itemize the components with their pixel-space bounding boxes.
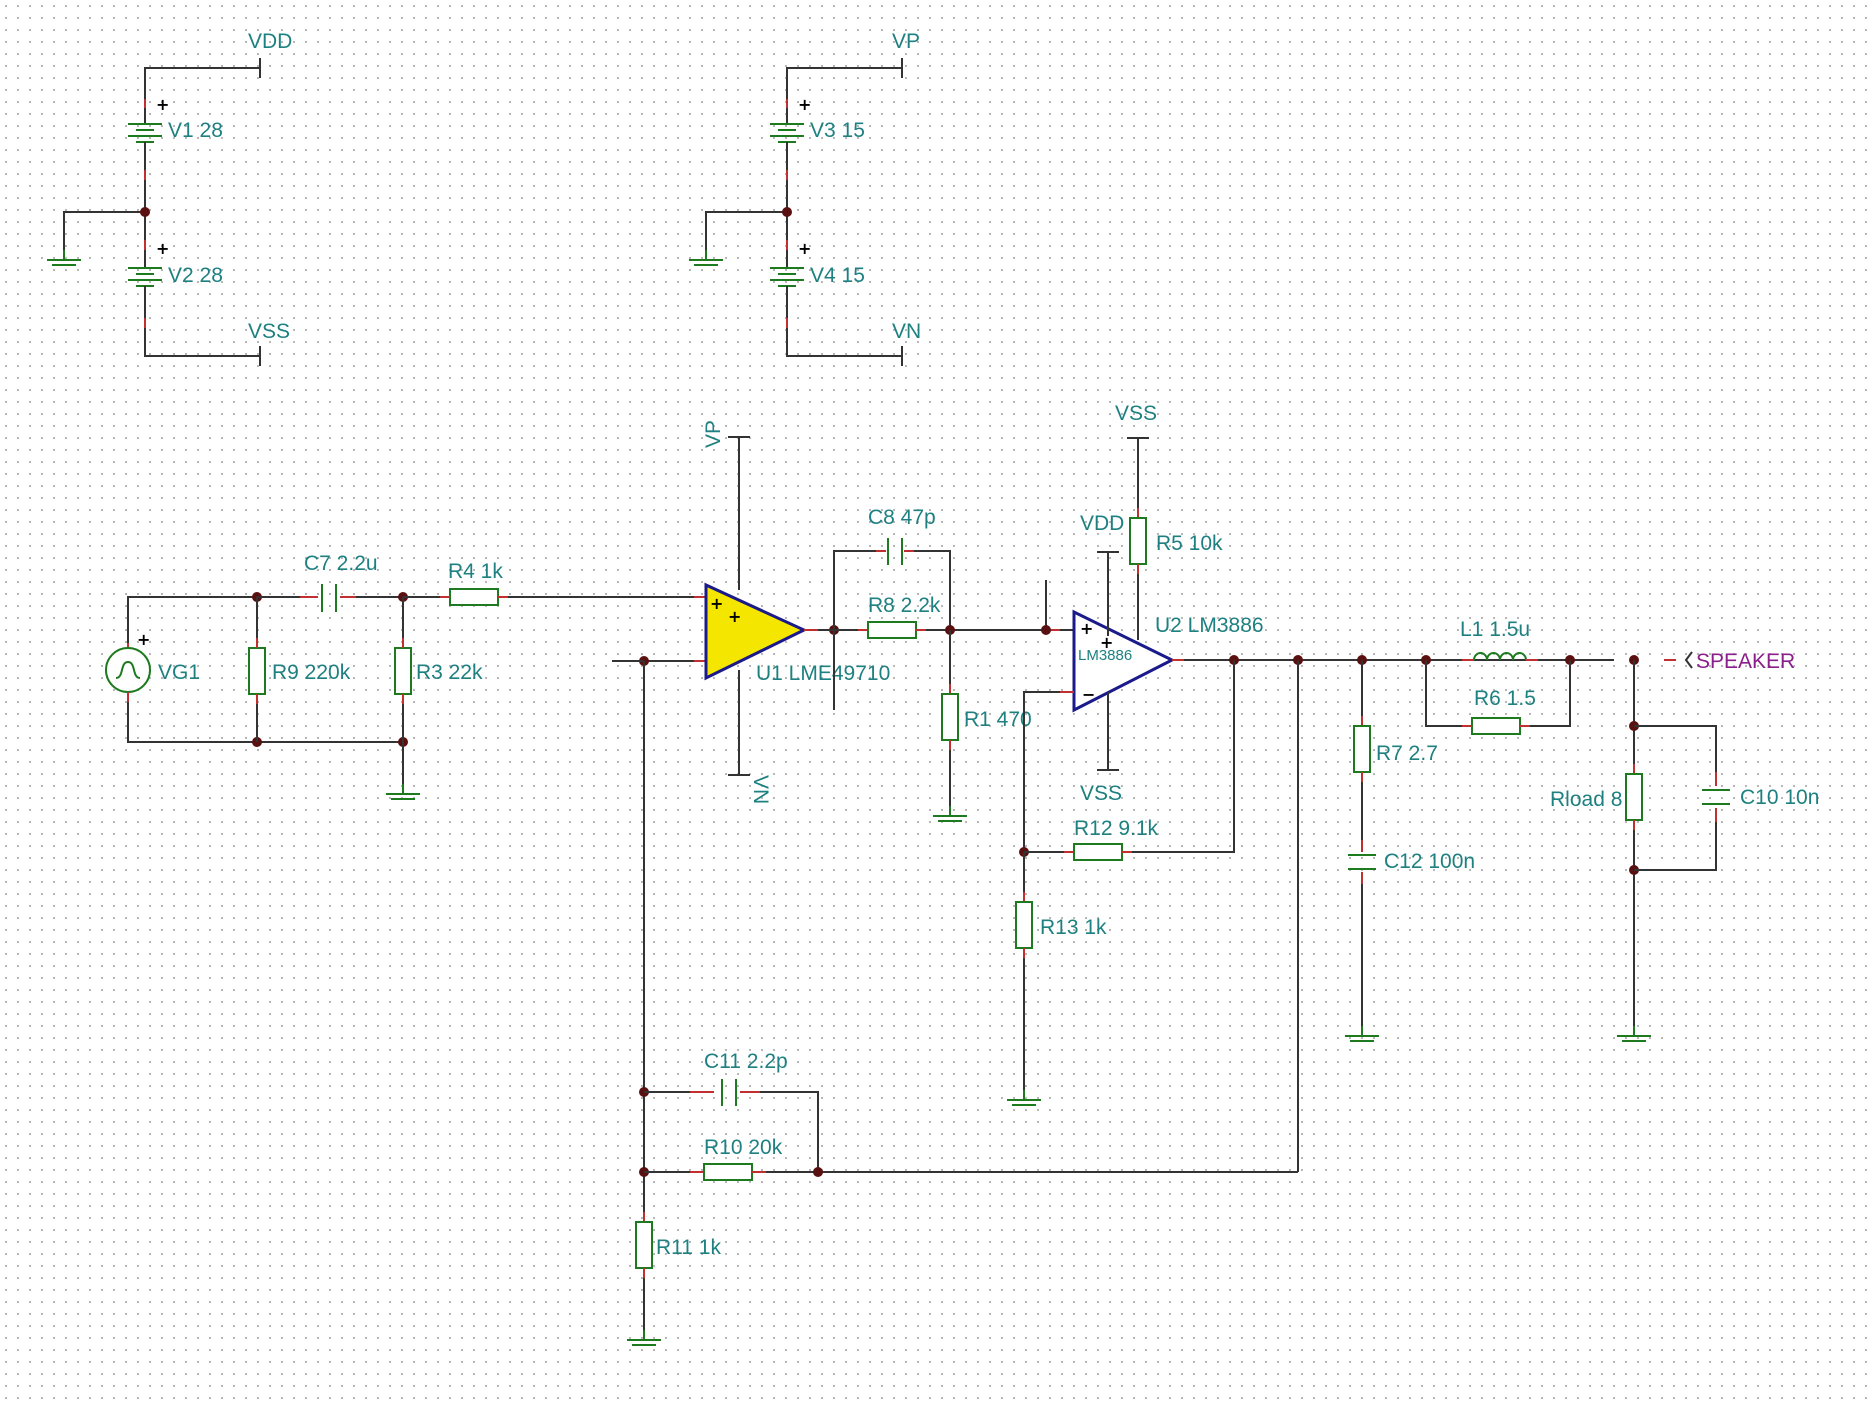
label-vp-u1: VP [702,420,725,448]
svg-text:+: + [156,239,169,258]
label-vdd-u2: VDD [1080,512,1124,535]
label-vp: VP [892,30,920,53]
label-r5: R5 10k [1156,532,1223,555]
resistor-r6[interactable] [1471,717,1521,735]
label-c7: C7 2.2u [304,552,378,575]
label-c11: C11 2.2p [704,1050,788,1073]
capacitor-c7[interactable] [321,584,337,612]
battery-v1[interactable]: + [128,95,169,170]
resistor-r7[interactable] [1353,725,1371,773]
resistor-r8[interactable] [867,621,917,639]
ground-symbol [1616,1025,1652,1042]
label-vn: VN [892,320,921,343]
opamp-u2[interactable]: + − + LM3886 [1072,609,1176,713]
label-r1: R1 470 [964,708,1032,731]
label-vss-top: VSS [1115,402,1157,425]
supply-vdd-vss: + V1 28 VDD + V2 28 VSS [46,30,292,366]
label-rload: Rload 8 [1550,788,1622,811]
signal-generator-vg1[interactable]: + [105,630,151,693]
svg-text:+: + [710,594,723,613]
opamp-u2-group: + − + LM3886 U2 LM3886 VSS R5 10k VDD VS… [1019,402,1614,857]
label-c8: C8 47p [868,506,936,529]
resistor-r4[interactable] [449,588,499,606]
ground-symbol [46,249,82,266]
svg-text:+: + [156,95,169,114]
battery-v3[interactable]: + [770,95,811,170]
resistor-r11[interactable] [635,1221,653,1269]
capacitor-c10[interactable] [1702,789,1730,805]
label-u2-inner: LM3886 [1078,647,1132,664]
label-r10: R10 20k [704,1136,783,1159]
label-r8: R8 2.2k [868,594,941,617]
u2-feedback: R12 9.1k R13 1k [1006,660,1235,1106]
supply-vp-vn: + V3 15 VP + V4 15 VN [688,30,921,366]
ground-symbol [385,783,421,800]
opamp-u1-group: + + VP VN U1 LME49710 [612,420,890,804]
input-section: + VG1 R9 220k C7 2.2u [105,552,694,800]
label-r11: R11 1k [656,1236,721,1259]
ground-symbol [626,1329,662,1346]
label-r9: R9 220k [272,661,351,684]
capacitor-c8[interactable] [887,538,903,565]
svg-text:+: + [728,607,741,626]
label-u1: U1 LME49710 [756,662,890,685]
svg-text:+: + [798,239,811,258]
label-r4: R4 1k [448,560,503,583]
resistor-r12[interactable] [1073,843,1123,861]
label-v4: V4 15 [810,264,865,287]
opamp-u1[interactable]: + + [704,582,808,681]
label-vg1: VG1 [158,661,200,684]
resistor-r1[interactable] [941,693,959,741]
resistor-r3[interactable] [394,647,412,695]
svg-text:+: + [137,630,150,649]
label-r6: R6 1.5 [1474,687,1536,710]
capacitor-c11[interactable] [721,1079,737,1106]
label-vss: VSS [248,320,290,343]
battery-v4[interactable]: + [770,239,811,318]
label-v1: V1 28 [168,119,223,142]
label-r3: R3 22k [416,661,483,684]
label-l1: L1 1.5u [1460,618,1530,641]
battery-v2[interactable]: + [128,239,169,318]
ground-symbol [1344,1025,1380,1042]
label-vn-u1: VN [749,775,772,804]
ground-symbol [688,249,724,266]
label-c12: C12 100n [1384,850,1475,873]
resistor-r13[interactable] [1015,901,1033,949]
ground-symbol [1006,1089,1042,1106]
label-v3: V3 15 [810,119,865,142]
label-v2: V2 28 [168,264,223,287]
svg-text:+: + [798,95,811,114]
label-r12: R12 9.1k [1074,817,1159,840]
label-r7: R7 2.7 [1376,742,1438,765]
label-vss-bottom: VSS [1080,782,1122,805]
resistor-r5[interactable] [1129,517,1147,565]
global-feedback: C11 2.2p R10 20k R11 1k [612,660,1299,1346]
resistor-rload[interactable] [1625,773,1643,821]
svg-text:+: + [1080,619,1093,638]
port-speaker[interactable]: SPEAKER [1696,650,1795,673]
output-network: R7 2.7 C12 100n L1 1.5u R6 1.5 SPEAKER [1344,618,1819,1042]
label-u2: U2 LM3886 [1155,614,1264,637]
svg-text:−: − [1082,685,1095,704]
inductor-l1[interactable] [1473,652,1527,661]
svg-text:+: + [1100,633,1113,652]
ground-symbol [932,805,968,822]
interstage-network: C8 47p R8 2.2k R1 470 [833,506,1060,822]
label-c10: C10 10n [1740,786,1819,809]
label-vdd: VDD [248,30,292,53]
label-r13: R13 1k [1040,916,1107,939]
capacitor-c12[interactable] [1348,854,1376,870]
resistor-r10[interactable] [703,1163,753,1181]
resistor-r9[interactable] [248,647,266,695]
